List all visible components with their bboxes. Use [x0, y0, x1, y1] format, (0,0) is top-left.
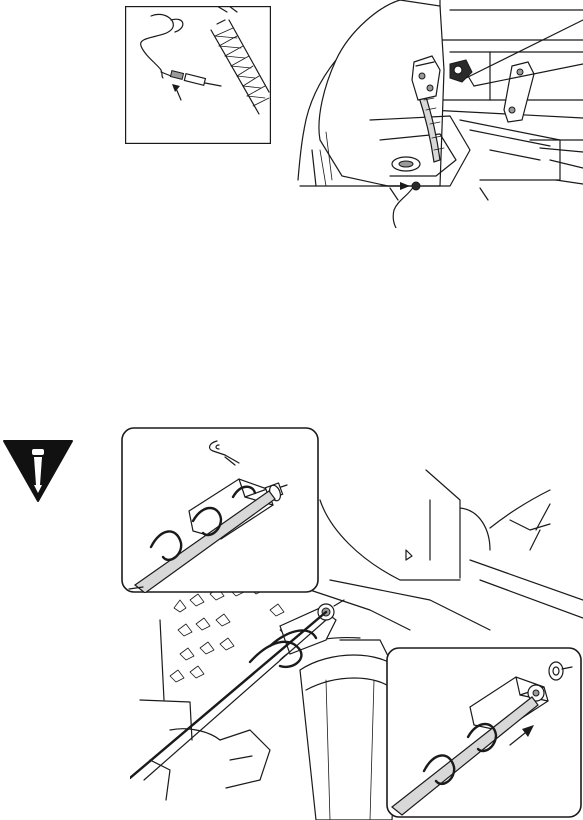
bottom-inset-top-figure — [121, 427, 319, 593]
warning-figure — [2, 437, 74, 503]
wire-splice-illustration — [125, 6, 271, 144]
top-main-figure — [290, 0, 583, 228]
auger-washer-removal-illustration — [386, 647, 582, 818]
top-inset-figure — [125, 6, 271, 144]
warning-triangle-icon — [2, 437, 74, 503]
auger-bracket-pin-illustration — [121, 427, 319, 593]
chute-cable-illustration — [290, 0, 583, 228]
bottom-inset-right-figure — [386, 647, 582, 818]
